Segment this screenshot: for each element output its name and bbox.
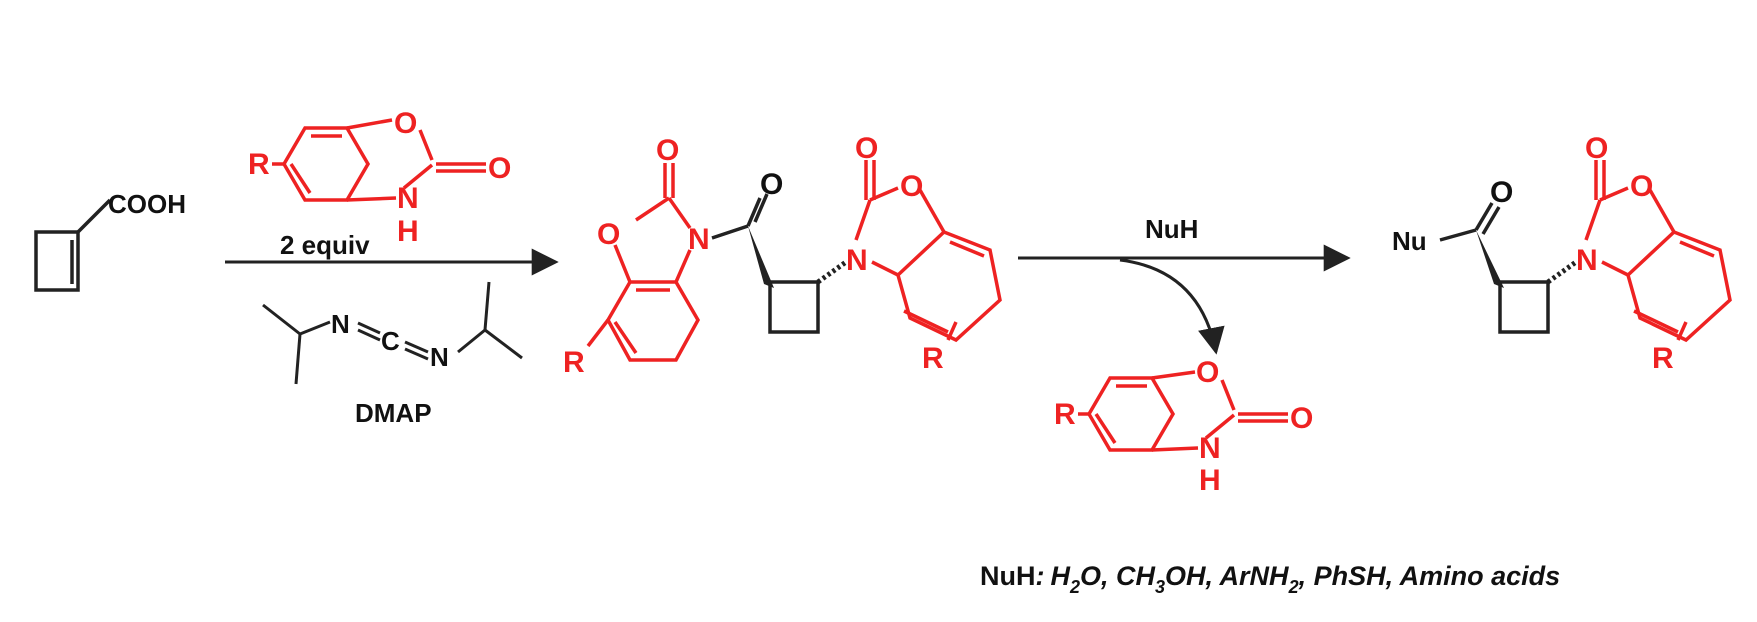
nucleophile-list-colon: : — [1036, 561, 1045, 591]
byproduct-n: N — [1199, 432, 1221, 465]
product-nu: Nu — [1392, 226, 1427, 256]
dmap-label: DMAP — [355, 398, 432, 428]
nucleophile-h2o: H — [1051, 561, 1071, 591]
intermediate-right-benzoxazolone — [854, 160, 1002, 343]
nucleophile-list: NuH:H2O, CH3OH, ArNH2, PhSH, Amino acids — [980, 561, 1560, 597]
intermediate-left-o-carbonyl: O — [656, 134, 679, 167]
intermediate-right-n: N — [846, 244, 868, 277]
intermediate-left-n: N — [688, 223, 710, 256]
nucleophile-arnh2-sub: 2 — [1288, 577, 1299, 597]
byproduct-h: H — [1199, 464, 1221, 497]
intermediate-right-r: R — [922, 342, 944, 375]
intermediate-left-r: R — [563, 346, 585, 379]
equivalents-label: 2 equiv — [280, 230, 370, 260]
nucleophile-rest: , PhSH, Amino acids — [1298, 561, 1561, 591]
benzoxazolone-o-carbonyl: O — [488, 152, 511, 185]
product-cyclobutane-core — [1439, 202, 1578, 334]
nucleophile-h2o-sub: 2 — [1069, 577, 1080, 597]
benzoxazolone-r: R — [248, 148, 270, 181]
intermediate-left-benzoxazolone — [586, 163, 701, 362]
product-r: R — [1652, 342, 1674, 375]
product-o-amide: O — [1490, 176, 1513, 209]
product-o-carbonyl: O — [1585, 132, 1608, 165]
intermediate-cyclobutane-core — [711, 193, 848, 334]
nucleophile-list-label: NuH — [980, 561, 1036, 591]
product-n: N — [1576, 244, 1598, 277]
nuh-reagent-label: NuH — [1145, 214, 1198, 244]
carbodiimide-n2: N — [430, 342, 449, 372]
product-benzoxazolone — [1584, 160, 1732, 343]
carbodiimide-reagent — [262, 281, 523, 385]
acid-label: COOH — [108, 189, 186, 219]
intermediate-right-o-ring: O — [900, 170, 923, 203]
product-wedge-bond — [1476, 230, 1504, 288]
intermediate-linker-o: O — [760, 168, 783, 201]
carbodiimide-n1: N — [331, 309, 350, 339]
benzoxazolone-n: N — [397, 182, 419, 215]
byproduct-o-carbonyl: O — [1290, 402, 1313, 435]
nucleophile-ch3oh-sub: 3 — [1155, 577, 1165, 597]
nucleophile-ch3oh: O, CH — [1080, 561, 1156, 591]
intermediate-wedge-bond — [748, 226, 774, 288]
byproduct-benzoxazolone — [1078, 370, 1288, 452]
benzoxazolone-reagent — [272, 118, 486, 202]
intermediate-left-o-ring: O — [597, 218, 620, 251]
nucleophile-arnh2: OH, ArNH — [1165, 561, 1289, 591]
byproduct-r: R — [1054, 398, 1076, 431]
byproduct-curved-arrow — [1119, 258, 1225, 355]
carbodiimide-c: C — [381, 326, 400, 356]
byproduct-o-ring: O — [1196, 356, 1219, 389]
benzoxazolone-o-ring: O — [394, 107, 417, 140]
intermediate-right-o-carbonyl: O — [855, 132, 878, 165]
benzoxazolone-h: H — [397, 215, 419, 248]
cyclobutene-carboxylic-acid — [34, 198, 112, 292]
product-o-ring: O — [1630, 170, 1653, 203]
